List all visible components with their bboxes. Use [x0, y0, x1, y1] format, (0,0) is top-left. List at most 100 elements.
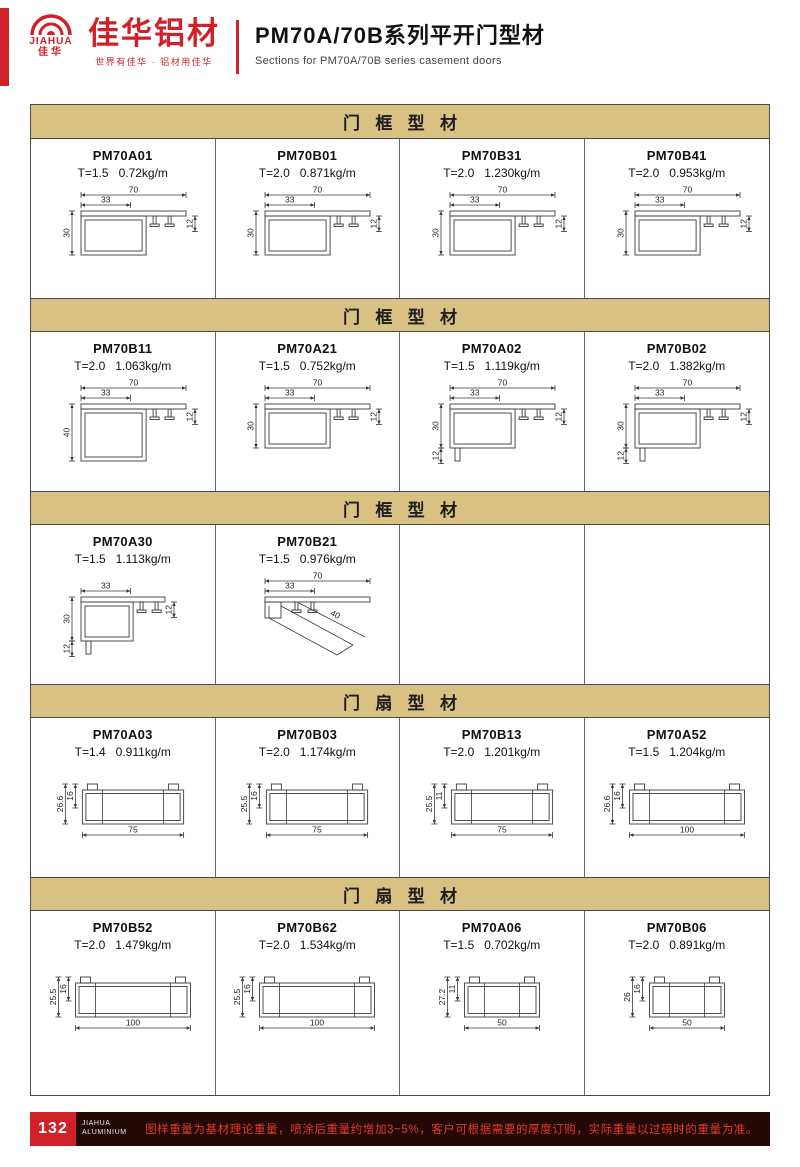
svg-text:33: 33 — [101, 581, 111, 591]
svg-text:33: 33 — [655, 388, 665, 398]
svg-text:70: 70 — [313, 571, 323, 581]
svg-text:12: 12 — [184, 219, 194, 229]
jiahua-logo: JIAHUA 佳华 — [22, 12, 80, 59]
section-title: 门扇型材 — [31, 684, 769, 718]
svg-text:100: 100 — [126, 1018, 140, 1028]
svg-text:12: 12 — [738, 219, 748, 229]
profile-spec: T=1.5 0.752kg/m — [258, 359, 356, 373]
svg-text:11: 11 — [447, 984, 457, 993]
profile-model: PM70B31 — [461, 148, 522, 163]
svg-text:12: 12 — [61, 644, 71, 654]
svg-text:75: 75 — [128, 825, 138, 835]
svg-text:100: 100 — [310, 1018, 324, 1028]
section-title: 门框型材 — [31, 105, 769, 139]
svg-text:30: 30 — [615, 228, 625, 238]
profile-cell-empty — [400, 525, 585, 684]
profile-spec: T=1.5 0.72kg/m — [77, 166, 168, 180]
profile-model: PM70B01 — [277, 148, 338, 163]
profile-spec: T=1.5 0.702kg/m — [443, 938, 541, 952]
footer-brand-line1: JIAHUA — [82, 1120, 111, 1128]
brand-block: 佳华铝材 世界有佳华 · 铝材用佳华 — [88, 12, 220, 68]
svg-text:16: 16 — [249, 791, 259, 801]
svg-text:30: 30 — [615, 421, 625, 431]
profile-spec: T=2.0 1.534kg/m — [258, 938, 356, 952]
section-title: 门扇型材 — [31, 877, 769, 911]
profile-spec: T=2.0 1.382kg/m — [628, 359, 726, 373]
svg-text:16: 16 — [632, 984, 642, 994]
brand-slogan: 世界有佳华 · 铝材用佳华 — [95, 56, 213, 67]
svg-text:12: 12 — [369, 219, 379, 229]
profile-spec: T=2.0 0.953kg/m — [628, 166, 726, 180]
svg-text:12: 12 — [553, 412, 563, 422]
profile-spec: T=1.5 1.119kg/m — [443, 359, 540, 373]
svg-text:70: 70 — [313, 378, 323, 388]
svg-text:75: 75 — [313, 825, 323, 835]
footer-note: 图样重量为基材理论重量，喷涂后重量约增加3~5%，客户可根据需要的厚度订购，实际… — [145, 1124, 758, 1136]
svg-text:26: 26 — [622, 992, 632, 1002]
profile-cell-empty — [585, 525, 770, 684]
svg-text:40: 40 — [61, 428, 71, 438]
svg-text:30: 30 — [246, 228, 256, 238]
header-divider — [236, 20, 239, 74]
logo-text-cn: 佳华 — [38, 47, 64, 58]
svg-text:70: 70 — [129, 378, 139, 388]
jiahua-logo-icon — [30, 14, 72, 36]
profile-spec: T=2.0 1.063kg/m — [74, 359, 172, 373]
red-edge-stripe — [0, 8, 9, 86]
svg-text:30: 30 — [430, 228, 440, 238]
profile-model: PM70A52 — [646, 727, 707, 742]
footer-brand: JIAHUA ALUMINIUM — [82, 1120, 127, 1138]
profile-model: PM70A21 — [277, 341, 338, 356]
brand-name: 佳华铝材 — [88, 16, 220, 51]
svg-text:30: 30 — [61, 228, 71, 238]
profile-model: PM70A30 — [92, 534, 153, 549]
profile-model: PM70B13 — [461, 727, 522, 742]
svg-text:16: 16 — [612, 791, 622, 801]
footer-brand-line2: ALUMINIUM — [82, 1129, 127, 1136]
profile-model: PM70B21 — [277, 534, 338, 549]
svg-text:12: 12 — [553, 219, 563, 229]
profile-spec: T=1.5 1.204kg/m — [628, 745, 726, 759]
svg-text:33: 33 — [101, 195, 111, 205]
svg-text:33: 33 — [470, 388, 480, 398]
profile-model: PM70B41 — [646, 148, 707, 163]
svg-text:26.6: 26.6 — [602, 795, 612, 812]
svg-text:30: 30 — [61, 614, 71, 624]
svg-text:12: 12 — [369, 412, 379, 422]
profile-spec: T=1.5 1.113kg/m — [74, 552, 171, 566]
svg-text:33: 33 — [285, 581, 295, 591]
svg-text:26.6: 26.6 — [55, 795, 65, 812]
svg-text:25.5: 25.5 — [232, 988, 242, 1005]
svg-text:25.5: 25.5 — [239, 795, 249, 812]
profile-model: PM70B03 — [277, 727, 338, 742]
profile-spec: T=2.0 1.230kg/m — [443, 166, 541, 180]
svg-text:16: 16 — [242, 984, 252, 994]
title-block: PM70A/70B系列平开门型材 Sections for PM70A/70B … — [255, 12, 545, 67]
